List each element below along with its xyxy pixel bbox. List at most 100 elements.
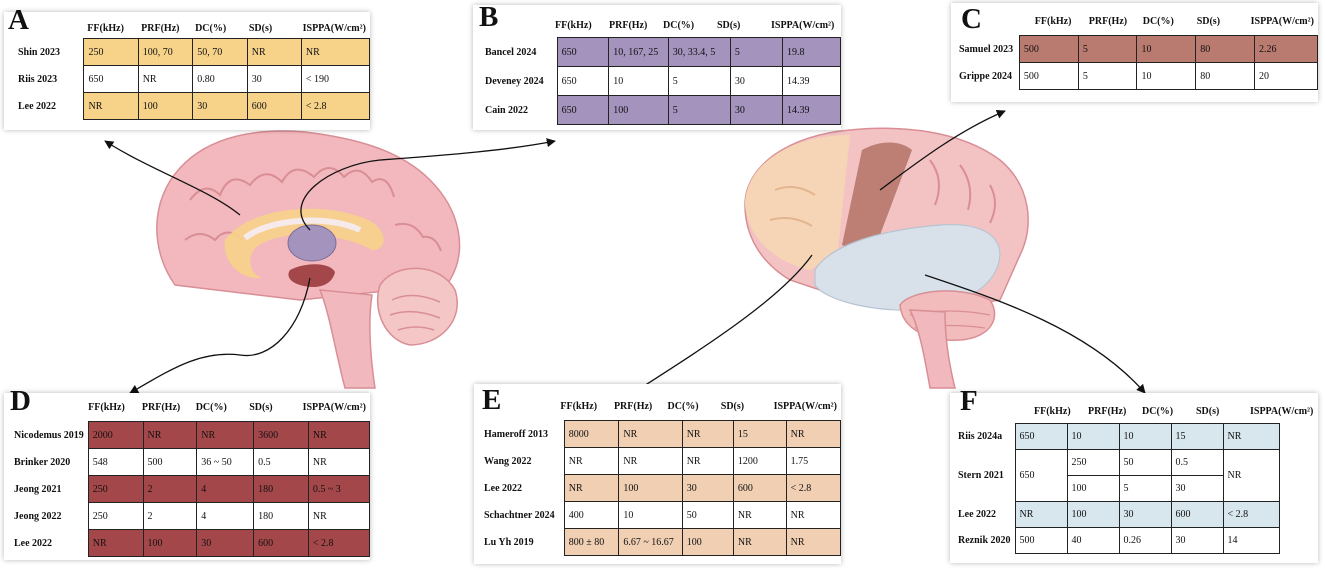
- study-name: Nicodemus 2019: [14, 429, 84, 441]
- table-cell: 8000: [563, 420, 620, 448]
- connector-arrows: [104, 109, 1146, 394]
- panel-letter-a: A: [8, 4, 29, 36]
- table-cell: < 190: [300, 65, 371, 93]
- table-cell: NR: [1222, 449, 1280, 502]
- table-cell: < 2.8: [307, 529, 371, 557]
- table-row: Reznik 2020 500 40 0.26 30 14: [954, 527, 1280, 554]
- table-cell: 10: [1118, 423, 1172, 450]
- table-cell: 2: [142, 502, 198, 530]
- table-cell: 4: [196, 502, 255, 530]
- panel-letter-b: B: [479, 1, 499, 33]
- table-cell: 0.5: [253, 448, 309, 476]
- study-name: Bancel 2024: [485, 46, 537, 58]
- table-cell: 100: [618, 474, 683, 502]
- table-cell: 30: [246, 65, 302, 93]
- table-cell: 36 ~ 50: [196, 448, 255, 476]
- panel-letter-c: C: [961, 3, 982, 35]
- table-cell: NR: [307, 448, 371, 476]
- table-row: Riis 2024a 650 10 10 15 NR: [954, 423, 1280, 450]
- table-row: Lee 2022 NR 100 30 600 < 2.8: [954, 501, 1280, 528]
- table-row: Stern 2021 650 250 50 0.5 NR: [954, 449, 1280, 502]
- study-name: Stern 2021: [958, 470, 1004, 481]
- header-prf: PRF(Hz): [1088, 15, 1128, 27]
- table-cell: 50: [681, 501, 734, 529]
- header-ff: FF(kHz): [560, 400, 598, 412]
- header-isppa: ISPPA(W/cm²): [302, 22, 366, 34]
- table-cell: 600: [1170, 501, 1224, 528]
- table-cell: < 2.8: [1222, 501, 1280, 528]
- table-cell: NR: [563, 447, 620, 475]
- study-name: Samuel 2023: [959, 43, 1014, 55]
- table-cell: 30: [196, 529, 255, 557]
- header-dc: DC(%): [663, 19, 695, 31]
- study-name: Riis 2023: [18, 73, 58, 85]
- table-header: FF(kHz) PRF(Hz) DC(%) SD(s) ISPPA(W/cm²): [481, 15, 838, 35]
- table-row: 100 5 30: [954, 475, 1279, 502]
- table-cell: NR: [785, 528, 842, 556]
- table-cell: 100: [1066, 501, 1120, 528]
- table-cell: 10, 167, 25: [608, 37, 669, 67]
- header-ff: FF(kHz): [1034, 15, 1072, 27]
- table-cell: 5: [667, 95, 731, 125]
- table-cell: 100: [681, 528, 734, 556]
- table-cell: NR: [618, 420, 683, 448]
- table-cell: NR: [1222, 423, 1280, 450]
- panel-letter-f: F: [960, 385, 978, 417]
- table-cell: 3600: [253, 421, 309, 449]
- header-prf: PRF(Hz): [141, 401, 181, 413]
- table-cell: NR: [681, 447, 734, 475]
- table-cell: 500: [142, 448, 198, 476]
- table-cell: NR: [142, 421, 198, 449]
- study-name: Lee 2022: [958, 509, 997, 520]
- table-cell: 600: [253, 529, 309, 557]
- table-cell: NR: [732, 501, 787, 529]
- table-cell: 500: [1018, 62, 1079, 90]
- study-name: Grippe 2024: [959, 70, 1013, 82]
- table-cell: 650: [556, 95, 610, 125]
- header-sd: SD(s): [717, 19, 741, 31]
- panel-a: A FF(kHz) PRF(Hz) DC(%) SD(s) ISPPA(W/cm…: [4, 6, 371, 130]
- table-header: FF(kHz) PRF(Hz) DC(%) SD(s) ISPPA(W/cm²): [14, 18, 370, 38]
- table-f-body: Riis 2024a 650 10 10 15 NR Stern 2021 65…: [954, 423, 1280, 554]
- table-cell: 800 ± 80: [563, 528, 620, 556]
- table-cell: 30, 33.4, 5: [667, 37, 731, 67]
- arrow-to-panel-d: [129, 277, 311, 394]
- table-cell: 10: [1136, 62, 1197, 90]
- table-cell: NR: [785, 420, 842, 448]
- table-cell: 100: [1066, 475, 1120, 502]
- table-header: FF(kHz) PRF(Hz) DC(%) SD(s) ISPPA(W/cm²): [958, 401, 1317, 421]
- table-cell: 15: [1170, 423, 1224, 450]
- header-dc: DC(%): [195, 401, 227, 413]
- table-cell: NR: [300, 38, 371, 66]
- study-name: Cain 2022: [485, 104, 529, 116]
- study-name: Deveney 2024: [485, 75, 544, 87]
- table-cell: 250: [1066, 449, 1120, 476]
- header-prf: PRF(Hz): [141, 22, 180, 34]
- header-sd: SD(s): [248, 22, 273, 34]
- header-sd: SD(s): [1196, 15, 1221, 27]
- panel-letter-d: D: [10, 385, 31, 417]
- table-cell: 30: [729, 66, 784, 96]
- study-name: Brinker 2020: [14, 456, 71, 468]
- table-cell: NR: [87, 529, 144, 557]
- header-ff: FF(kHz): [87, 22, 124, 34]
- table-cell: 250: [87, 502, 144, 530]
- table-cell: 650: [83, 65, 139, 93]
- study-name: Lee 2022: [484, 482, 523, 494]
- study-name: Lu Yh 2019: [484, 536, 534, 548]
- table-cell: < 2.8: [785, 474, 842, 502]
- table-header: FF(kHz) PRF(Hz) DC(%) SD(s) ISPPA(W/cm²): [482, 396, 841, 416]
- table-cell: 10: [1066, 423, 1120, 450]
- header-prf: PRF(Hz): [1088, 405, 1127, 417]
- table-cell: 500: [1018, 35, 1079, 63]
- table-cell: 500: [1014, 527, 1068, 554]
